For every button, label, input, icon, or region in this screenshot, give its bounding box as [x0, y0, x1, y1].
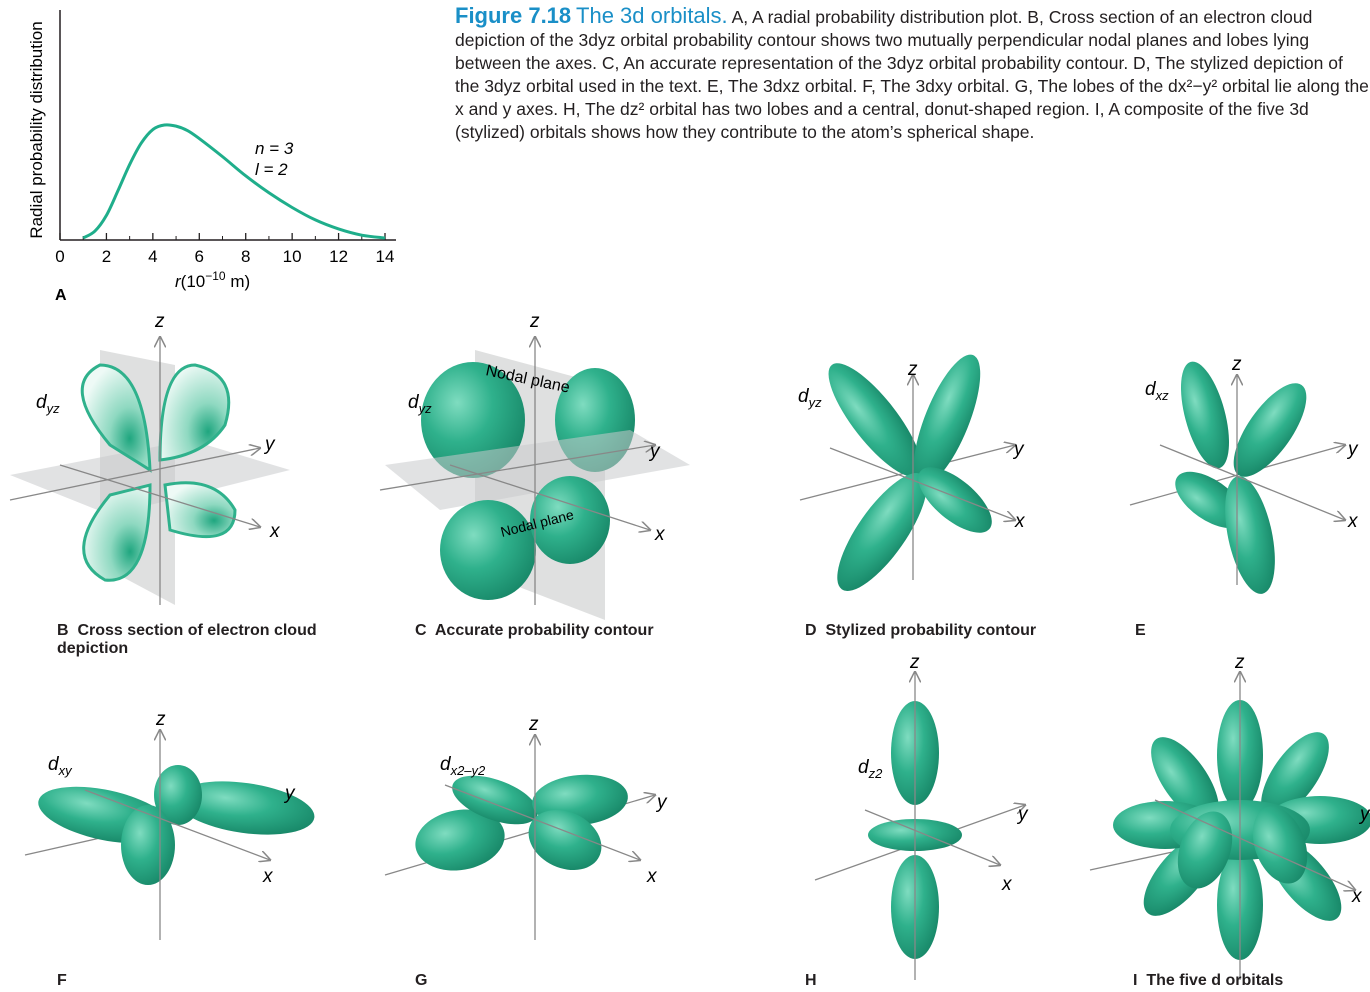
panel-e-diagram: z y x dxz	[1120, 350, 1370, 610]
panel-e-caption: E	[1135, 622, 1146, 640]
x-label: x	[269, 521, 281, 542]
panel-label-a: A	[55, 287, 67, 304]
y-label: y	[1016, 804, 1029, 825]
x-tick-label: 4	[148, 247, 157, 266]
x-label: x	[654, 524, 666, 545]
orbital-label: dxz	[1145, 379, 1169, 403]
z-label: z	[528, 714, 539, 735]
orbital-label: dz2	[858, 757, 883, 781]
z-label: z	[1234, 652, 1245, 673]
lobe-lower-right	[165, 483, 235, 537]
panel-h-diagram: z y x dz2	[800, 650, 1050, 970]
z-label: z	[909, 652, 920, 673]
x-tick-label: 6	[195, 247, 204, 266]
z-label: z	[1231, 354, 1242, 375]
panel-b-diagram: z y x dyz	[0, 305, 330, 615]
panel-f-caption: F	[57, 972, 67, 990]
figure-caption: Figure 7.18 The 3d orbitals. A, A radial…	[455, 4, 1370, 144]
y-label: y	[1012, 439, 1025, 460]
radial-curve	[83, 125, 385, 238]
y-label: y	[1358, 804, 1370, 825]
panel-h-caption: H	[805, 972, 817, 990]
z-label: z	[907, 359, 918, 380]
panel-i-caption: I The five d orbitals	[1133, 972, 1283, 990]
panel-c-diagram: Nodal plane Nodal plane z y x dyz	[380, 305, 710, 615]
orbital-label: dxy	[48, 754, 73, 778]
figure-title: The 3d orbitals.	[576, 3, 728, 28]
y-label: y	[263, 434, 276, 455]
y-label: y	[1346, 439, 1359, 460]
lobe	[121, 805, 175, 885]
z-label: z	[529, 311, 540, 332]
panel-f-diagram: z y x dxy	[20, 700, 320, 940]
plot-x-ticks: 0 2 4 6 8 10 12 14	[55, 233, 394, 266]
plot-y-label: Radial probability distribution	[27, 21, 46, 238]
x-label: x	[646, 866, 658, 887]
orbital-label: dyz	[36, 392, 60, 416]
x-tick-label: 14	[376, 247, 395, 266]
panel-d-diagram: z y x dyz	[790, 350, 1080, 610]
plot-x-label: r(10−10 m)	[175, 269, 250, 291]
radial-plot: 0 2 4 6 8 10 12 14 Radial probability distribut…	[0, 0, 420, 305]
x-label: x	[1347, 511, 1359, 532]
lobe	[1220, 372, 1319, 487]
x-tick-label: 8	[241, 247, 250, 266]
n-label: n = 3	[255, 139, 294, 158]
panel-i-diagram: z y x	[1085, 650, 1370, 970]
x-tick-label: 2	[102, 247, 111, 266]
x-label: x	[1014, 511, 1026, 532]
y-label: y	[655, 792, 668, 813]
panel-c-caption: C Accurate probability contour	[415, 622, 654, 640]
panel-g-diagram: z y x dx2–y2	[385, 700, 685, 940]
panel-d-caption: D Stylized probability contour	[805, 622, 1036, 640]
figure-number: Figure 7.18	[455, 3, 571, 28]
lobe-lower-left	[440, 500, 536, 600]
orbital-label: dx2–y2	[440, 754, 486, 778]
z-label: z	[155, 709, 166, 730]
x-label: x	[262, 866, 274, 887]
x-tick-label: 10	[283, 247, 302, 266]
x-label: x	[1351, 886, 1363, 907]
y-label: y	[648, 441, 661, 462]
x-tick-label: 0	[55, 247, 64, 266]
x-tick-label: 12	[329, 247, 348, 266]
z-label: z	[154, 311, 165, 332]
l-label: l = 2	[255, 160, 288, 179]
lobe	[1171, 357, 1238, 474]
orbital-label: dyz	[798, 386, 822, 410]
panel-b-caption: B Cross section of electron cloud depict…	[57, 622, 337, 658]
x-label: x	[1001, 874, 1013, 895]
panel-g-caption: G	[415, 972, 427, 990]
y-label: y	[283, 783, 296, 804]
